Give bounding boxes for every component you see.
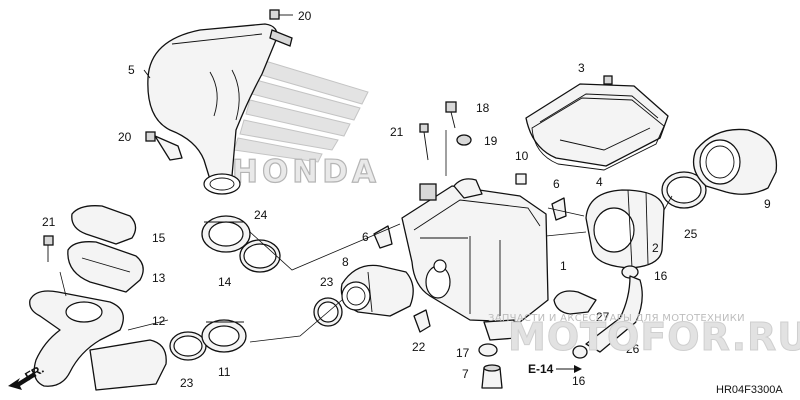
- part-9-outer-filter: [692, 128, 778, 195]
- callout-c23a: 23: [320, 275, 334, 289]
- callout-c23b: 23: [180, 376, 194, 390]
- callout-c6b: 6: [362, 230, 369, 244]
- bolt-18-icon: [445, 101, 457, 129]
- brand-wordmark: HONDA: [232, 154, 380, 190]
- callout-c18: 18: [476, 101, 490, 115]
- callout-c4: 4: [596, 175, 603, 189]
- callout-c20b: 20: [118, 130, 132, 144]
- wing-logo-icon: [233, 59, 369, 163]
- drain-fitting: [483, 319, 517, 341]
- callout-c21a: 21: [390, 125, 404, 139]
- bolt-20-upper-icon: [269, 9, 293, 20]
- part-12-lower-duct: [29, 290, 167, 391]
- callout-c27: 27: [596, 310, 610, 324]
- section-reference: E-14: [528, 362, 582, 376]
- callout-c12: 12: [152, 314, 166, 328]
- part-15-cover: [71, 205, 137, 245]
- callout-c7: 7: [462, 367, 469, 381]
- callout-c1: 1: [560, 259, 567, 273]
- section-reference-label: E-14: [528, 362, 554, 376]
- part-27-drain-tube: [553, 290, 597, 315]
- front-indicator: FR.: [8, 362, 46, 390]
- part-16-clip-lower: [572, 345, 588, 359]
- callout-c19: 19: [484, 134, 498, 148]
- part-13-guard: [67, 241, 144, 293]
- drawing-code: HR04F3300A: [716, 384, 783, 396]
- callout-c3: 3: [578, 61, 585, 75]
- part-7-plug: [481, 364, 503, 389]
- callout-c16b: 16: [572, 374, 586, 388]
- part-1-air-cleaner-case: [401, 178, 549, 323]
- callout-c5: 5: [128, 63, 135, 77]
- callout-c9: 9: [764, 197, 771, 211]
- callout-c11: 11: [218, 365, 231, 379]
- callout-c17: 17: [456, 346, 470, 360]
- store-watermark-caption: ЗАПЧАСТИ И АКСЕССУАРЫ ДЛЯ МОТОТЕХНИКИ: [488, 313, 745, 324]
- part-26-drain-hose: [585, 275, 643, 353]
- part-4-seal-gasket: [531, 97, 665, 171]
- part-3-case-cover: [525, 75, 669, 167]
- grommet-19-icon: [456, 134, 472, 146]
- callout-c16a: 16: [654, 269, 668, 283]
- bolt-20-left-icon: [145, 131, 183, 161]
- callout-c20a: 20: [298, 9, 312, 23]
- part-25-band: [661, 171, 707, 209]
- part-24-clamp-band: [239, 239, 281, 273]
- part-22-clip: [413, 309, 431, 333]
- leader-lines: [59, 130, 673, 343]
- callout-c21b: 21: [42, 215, 56, 229]
- part-14-connecting-tube: [201, 215, 251, 253]
- store-watermark: ЗАПЧАСТИ И АКСЕССУАРЫ ДЛЯ МОТОТЕХНИКИ MO…: [488, 313, 800, 360]
- callout-c26: 26: [626, 342, 640, 356]
- part-17-ring: [478, 343, 498, 357]
- part-11-joint: [201, 319, 247, 353]
- bolt-21-center-icon: [419, 123, 429, 161]
- part-8-intake-joint: [340, 264, 414, 317]
- part-5-intake-duct: [147, 23, 293, 195]
- brand-watermark: HONDA: [231, 59, 380, 191]
- callout-c22: 22: [412, 340, 426, 354]
- part-23-clamp-left: [169, 331, 207, 361]
- callout-c8: 8: [342, 255, 349, 269]
- callout-c25: 25: [684, 227, 698, 241]
- callout-labels: 20 5 20 3 18 21 19 10 6 4 9 24 21 15 6 2…: [42, 9, 771, 390]
- clip-6-upper-icon: [551, 197, 567, 221]
- arrow-right-icon: [574, 365, 582, 373]
- part-2-filter-element: [585, 189, 665, 269]
- callout-c14: 14: [218, 275, 232, 289]
- clip-10-icon: [515, 173, 527, 185]
- front-arrow-icon: [8, 372, 36, 390]
- callout-c13: 13: [152, 271, 166, 285]
- callout-c2: 2: [652, 241, 659, 255]
- callout-c24: 24: [254, 208, 268, 222]
- clip-6-lower-icon: [373, 225, 393, 249]
- bolt-21-left-icon: [43, 235, 54, 262]
- store-watermark-logo: MOTOFOR.RU: [508, 315, 800, 359]
- callout-c10: 10: [515, 149, 529, 163]
- callout-c6a: 6: [553, 177, 560, 191]
- callout-c15: 15: [152, 231, 166, 245]
